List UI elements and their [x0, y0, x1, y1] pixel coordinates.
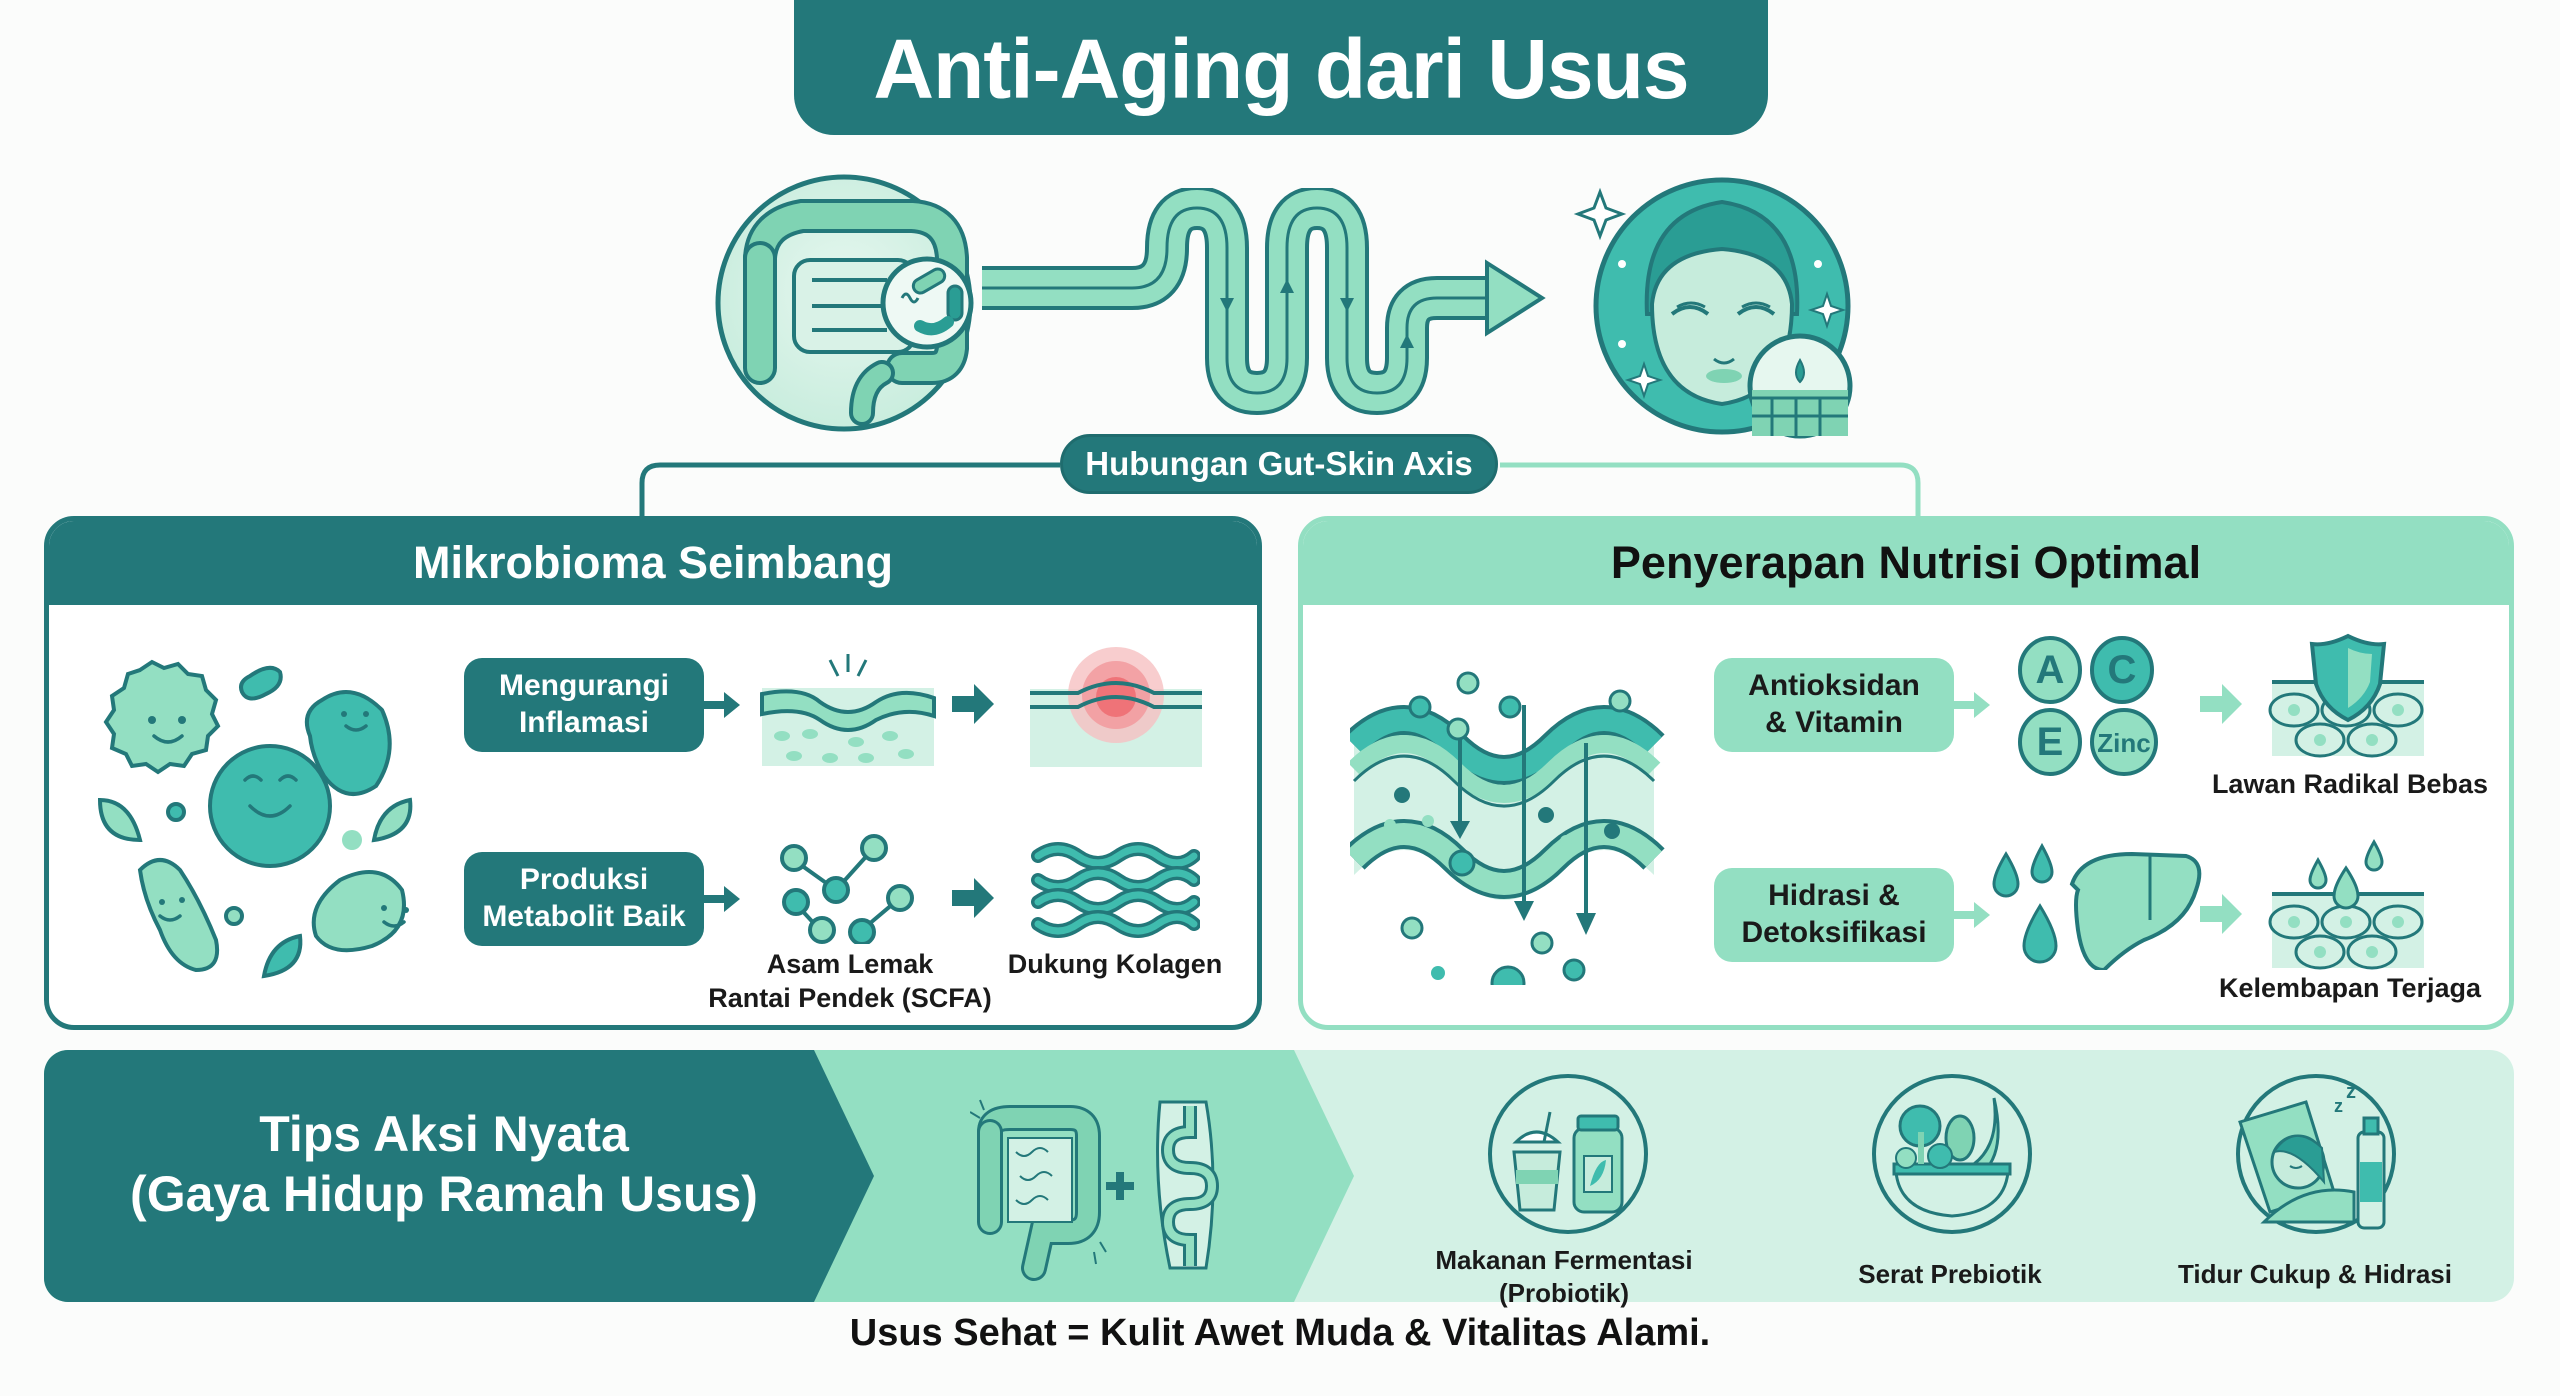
fiber-bowl-icon — [1872, 1074, 2032, 1234]
molecule-chain-icon — [780, 834, 914, 944]
tip-label-line: Makanan Fermentasi — [1435, 1245, 1693, 1275]
happy-bacteria-cluster — [97, 659, 413, 979]
nutrient-panel-title: Penyerapan Nutrisi Optimal — [1303, 521, 2509, 605]
footer-tagline: Usus Sehat = Kulit Awet Muda & Vitalitas… — [849, 1312, 1711, 1354]
caption-line: Rantai Pendek (SCFA) — [708, 982, 992, 1013]
water-drops-liver-icon — [1992, 842, 2202, 970]
collagen-fibers-icon — [1031, 842, 1200, 938]
vitamin-badges: A C E Zinc — [2014, 636, 2164, 784]
vitamin-e: E — [2036, 720, 2064, 764]
skin-layer-irritated-icon — [760, 654, 936, 766]
label-line: Mengurangi — [499, 669, 669, 703]
tips-title-line: Tips Aksi Nyata — [259, 1106, 629, 1162]
microbiome-panel-title: Mikrobioma Seimbang — [49, 521, 1257, 605]
vitamin-circles-icon — [2018, 636, 2158, 776]
hydrated-skin-cells-icon — [2268, 838, 2424, 970]
glowing-face-skin-icon — [1573, 177, 1853, 439]
tips-title: Tips Aksi Nyata (Gaya Hidup Ramah Usus) — [84, 1104, 804, 1224]
free-radical-caption: Lawan Radikal Bebas — [2211, 769, 2489, 799]
sleep-water-bottle-icon: z z — [2236, 1074, 2396, 1234]
arrow-right-icon — [952, 878, 994, 918]
arrow-right-icon — [1954, 902, 1990, 928]
label-line: Antioksidan — [1748, 669, 1920, 703]
scfa-caption: Asam Lemak Rantai Pendek (SCFA) — [700, 948, 1000, 1016]
fermented-food-jar-icon — [1488, 1074, 1648, 1234]
svg-text:z: z — [2334, 1096, 2343, 1116]
hydration-detox-label: Hidrasi &Detoksifikasi — [1714, 868, 1954, 962]
gut-lining-absorption — [1350, 671, 1665, 985]
label-line: Detoksifikasi — [1741, 916, 1927, 949]
title-banner: Anti-Aging dari Usus — [794, 0, 1768, 135]
label-line: & Vitamin — [1765, 706, 1903, 739]
arrow-right-icon — [2200, 894, 2242, 934]
collagen-caption: Dukung Kolagen — [1007, 949, 1223, 979]
tip-prebiotic-fiber: Serat Prebiotik — [1800, 1072, 2100, 1302]
vitamin-c: C — [2107, 648, 2137, 692]
label-line: Produksi — [519, 863, 649, 897]
gut-skin-axis-badge: Hubungan Gut-Skin Axis — [1060, 434, 1498, 494]
tips-arrow-dark — [44, 1050, 874, 1302]
moisture-caption: Kelembapan Terjaga — [2218, 973, 2482, 1003]
large-plus-small-intestine-icon — [970, 1099, 1220, 1281]
label-line: Inflamasi — [518, 706, 650, 739]
tips-title-line: (Gaya Hidup Ramah Usus) — [130, 1166, 758, 1222]
svg-text:z: z — [2346, 1081, 2356, 1103]
vitamin-a: A — [2035, 648, 2065, 692]
axis-connector-lines — [639, 462, 1921, 525]
arrow-right-icon — [704, 886, 740, 912]
shield-skin-cells-icon — [2268, 633, 2424, 758]
winding-arrow-path — [982, 188, 1546, 415]
tip-label: Serat Prebiotik — [1858, 1259, 2042, 1289]
mineral-zinc: Zinc — [2097, 728, 2151, 758]
tip-label: Tidur Cukup & Hidrasi — [2178, 1259, 2452, 1289]
arrow-right-icon — [1954, 692, 1990, 718]
skin-layer-inflamed-red-icon — [1030, 647, 1202, 767]
tips-banner: Tips Aksi Nyata (Gaya Hidup Ramah Usus) — [44, 1050, 2514, 1308]
gut-microbiome-icon — [715, 174, 974, 432]
label-line: Metabolit Baik — [482, 900, 686, 933]
arrow-right-icon — [952, 684, 994, 724]
tip-label: Makanan Fermentasi (Probiotik) — [1414, 1244, 1714, 1309]
arrow-right-icon — [704, 692, 740, 718]
tip-fermented-food: Makanan Fermentasi (Probiotik) — [1414, 1072, 1714, 1308]
page-title: Anti-Aging dari Usus — [873, 22, 1689, 116]
arrow-right-icon — [2200, 684, 2242, 724]
tip-label-line: (Probiotik) — [1499, 1277, 1629, 1308]
tip-sleep-hydration: z z Tidur Cukup & Hidrasi — [2150, 1072, 2480, 1302]
antioxidant-vitamin-label: Antioksidan& Vitamin — [1714, 658, 1954, 752]
caption-line: Asam Lemak — [766, 949, 934, 979]
label-line: Hidrasi & — [1768, 879, 1900, 913]
